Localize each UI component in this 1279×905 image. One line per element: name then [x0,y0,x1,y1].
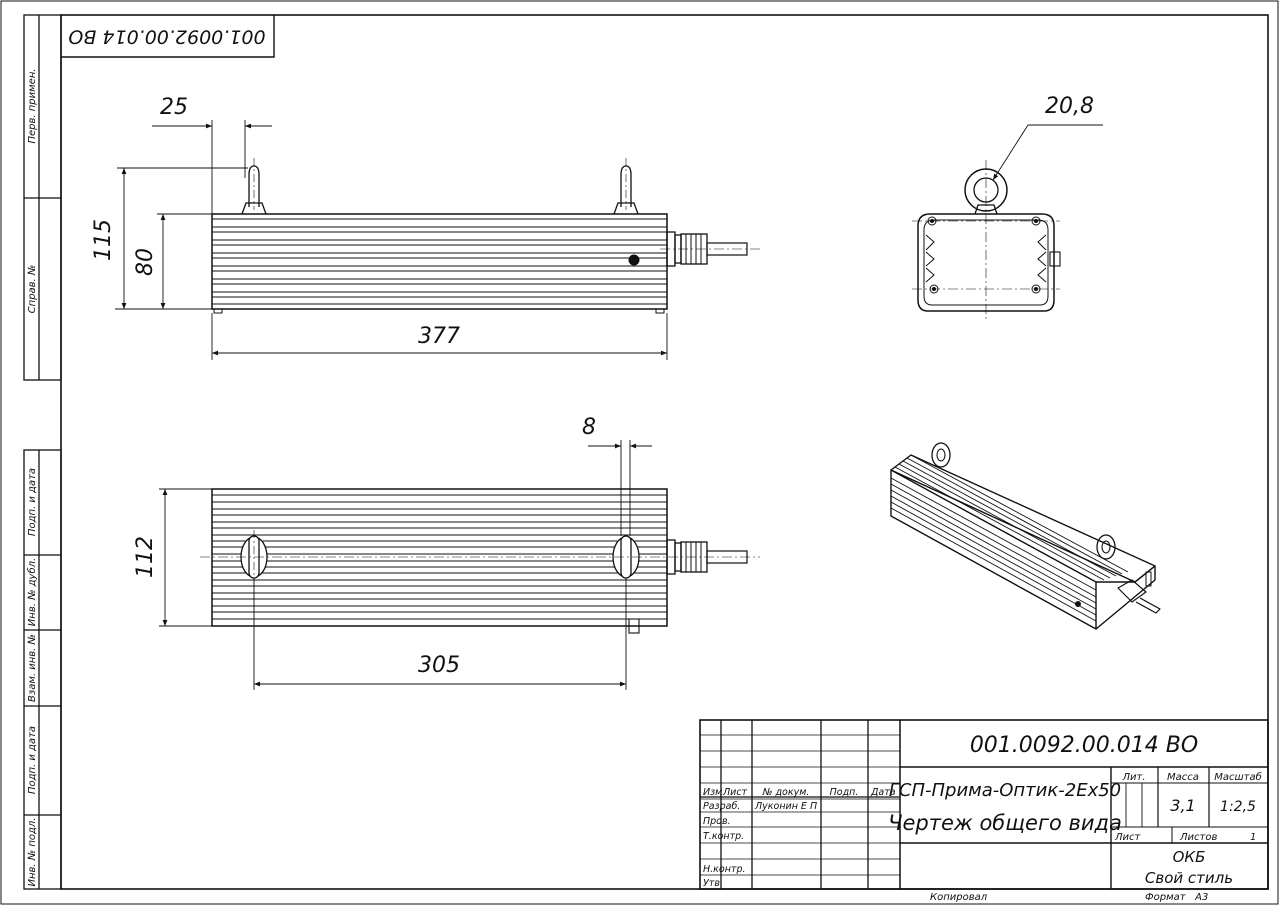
col-date: Дата [870,787,896,798]
isometric-view [890,442,1161,630]
side-stamp-columns [23,14,62,890]
top-view [200,488,760,634]
dim-20-8: 20,8 [1045,94,1094,119]
org-line2: Свой стиль [1145,869,1233,887]
mass-label: Масса [1167,772,1199,783]
front-view-dimensions [115,120,668,360]
top-view-dim-labels: 8 112 305 [133,415,596,678]
side-stamp-7: Инв. № подл. [27,818,38,887]
dim-115: 115 [91,219,116,261]
side-stamp-5: Взам. инв. № [27,634,38,702]
front-view-dim-labels: 25 115 80 377 [91,95,460,349]
col-doc: № докум. [762,787,810,798]
col-izm: Изм [703,787,722,798]
doc-code: 001.0092.00.014 ВО [970,733,1198,758]
drawing-type: Чертеж общего вида [888,811,1122,835]
scale-value: 1:2,5 [1220,799,1256,815]
col-list: Лист [722,787,748,798]
side-stamp-1: Перв. примен. [27,68,38,143]
rotated-code-stamp: 001.0092.00.014 ВО [61,15,275,58]
sheets-label: Листов [1179,832,1217,843]
dim-8: 8 [582,415,596,440]
scale-label: Масштаб [1214,771,1262,783]
lit-label: Лит. [1121,772,1145,783]
title-block-grid [699,719,1269,890]
sheet-footer: Копировал Формат А3 [930,892,1208,903]
side-stamp-6: Подп. и дата [27,726,38,794]
mass-value: 3,1 [1170,796,1195,815]
dim-305: 305 [418,653,460,678]
dim-377: 377 [418,324,460,349]
row-utv: Утв. [703,878,723,889]
row-razrab: Разраб. [703,801,740,812]
col-sign: Подп. [830,787,859,798]
footer-copied: Копировал [930,892,988,903]
row-tkontr: Т.контр. [703,831,744,842]
sheets-value: 1 [1250,832,1256,843]
side-stamp-4: Инв. № дубл. [26,558,38,626]
end-view [912,160,1061,320]
side-stamp-2: Справ. № [27,265,38,314]
side-stamp-3: Подп. и дата [27,468,38,536]
front-view [211,158,760,314]
title-block-text: 001.0092.00.014 ВО ГСП-Прима-Оптик-2Ех50… [703,733,1262,889]
sheet-label: Лист [1114,832,1142,843]
dim-112: 112 [133,536,158,578]
end-view-dimension [992,124,1103,181]
footer-format: Формат А3 [1145,892,1208,903]
row-prov: Пров. [703,816,731,827]
razrab-name: Луконин Е П [754,801,817,812]
rotated-code-text: 001.0092.00.014 ВО [68,26,265,48]
product-name: ГСП-Прима-Оптик-2Ех50 [889,780,1121,801]
org-line1: ОКБ [1173,848,1206,866]
top-view-dimensions [159,440,652,690]
dim-25: 25 [160,95,188,120]
row-nkontr: Н.контр. [703,864,746,875]
side-stamp-labels: Перв. примен. Справ. № Подп. и дата Инв.… [26,68,38,886]
dim-80: 80 [133,248,158,276]
